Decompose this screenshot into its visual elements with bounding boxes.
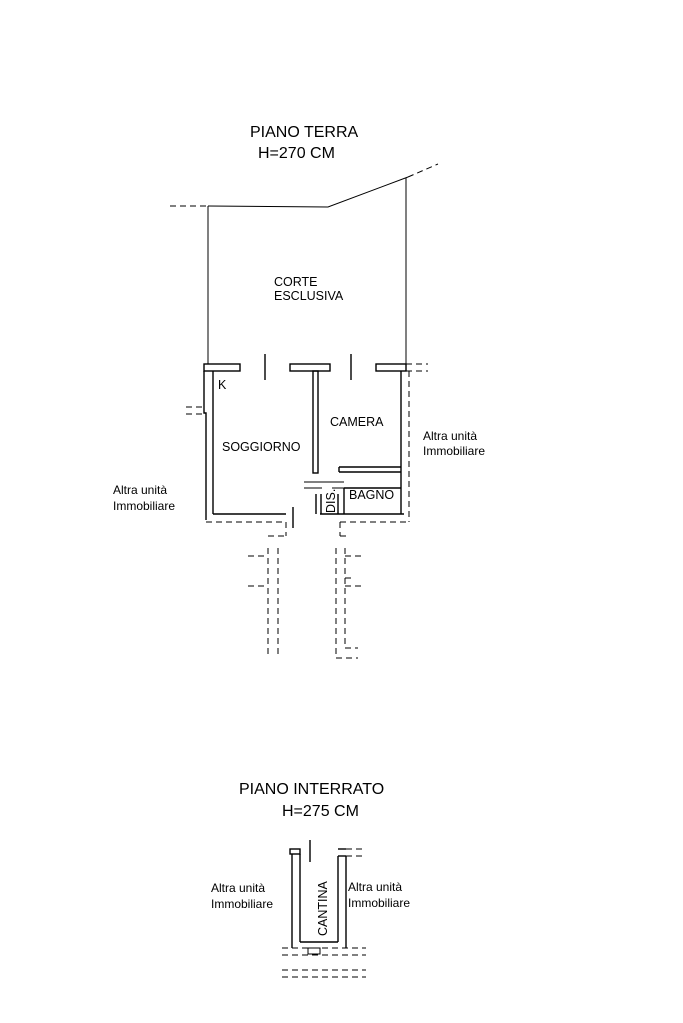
bedroom-label: CAMERA	[330, 415, 384, 429]
left-neighbor-label-line1: Altra unità	[113, 483, 167, 497]
internal-partitions	[304, 370, 401, 514]
left-neighbor-label-line2: Immobiliare	[113, 499, 175, 513]
front-wall	[203, 354, 428, 380]
ground-floor-title: PIANO TERRA	[250, 124, 359, 141]
hallway-label: DIS.	[324, 489, 338, 513]
living-room-label: SOGGIORNO	[222, 440, 301, 454]
basement-left-neighbor-label-line2: Immobiliare	[211, 897, 273, 911]
basement-right-neighbor-label-line1: Altra unità	[348, 880, 402, 894]
right-neighbor-label-line1: Altra unità	[423, 429, 477, 443]
bathroom-label: BAGNO	[349, 488, 394, 502]
basement-height: H=275 CM	[282, 803, 359, 820]
exclusive-courtyard-outline	[170, 163, 439, 364]
kitchen-label: K	[218, 378, 227, 392]
courtyard-label-line2: ESCLUSIVA	[274, 289, 344, 303]
basement-plan: PIANO INTERRATO H=275 CM CANTINA Altra u…	[211, 781, 410, 978]
basement-right-neighbor-label-line2: Immobiliare	[348, 896, 410, 910]
courtyard-label-line1: CORTE	[274, 275, 318, 289]
basement-left-neighbor-label-line1: Altra unità	[211, 881, 265, 895]
cellar-label: CANTINA	[316, 880, 330, 936]
common-corridor	[248, 522, 364, 659]
apartment-walls	[186, 371, 410, 528]
cellar-walls	[282, 840, 366, 978]
ground-floor-height: H=270 CM	[258, 145, 335, 162]
ground-floor-plan: PIANO TERRA H=270 CM CORTE ESCLUSIVA	[113, 124, 485, 659]
basement-title: PIANO INTERRATO	[239, 781, 384, 798]
right-neighbor-label-line2: Immobiliare	[423, 444, 485, 458]
